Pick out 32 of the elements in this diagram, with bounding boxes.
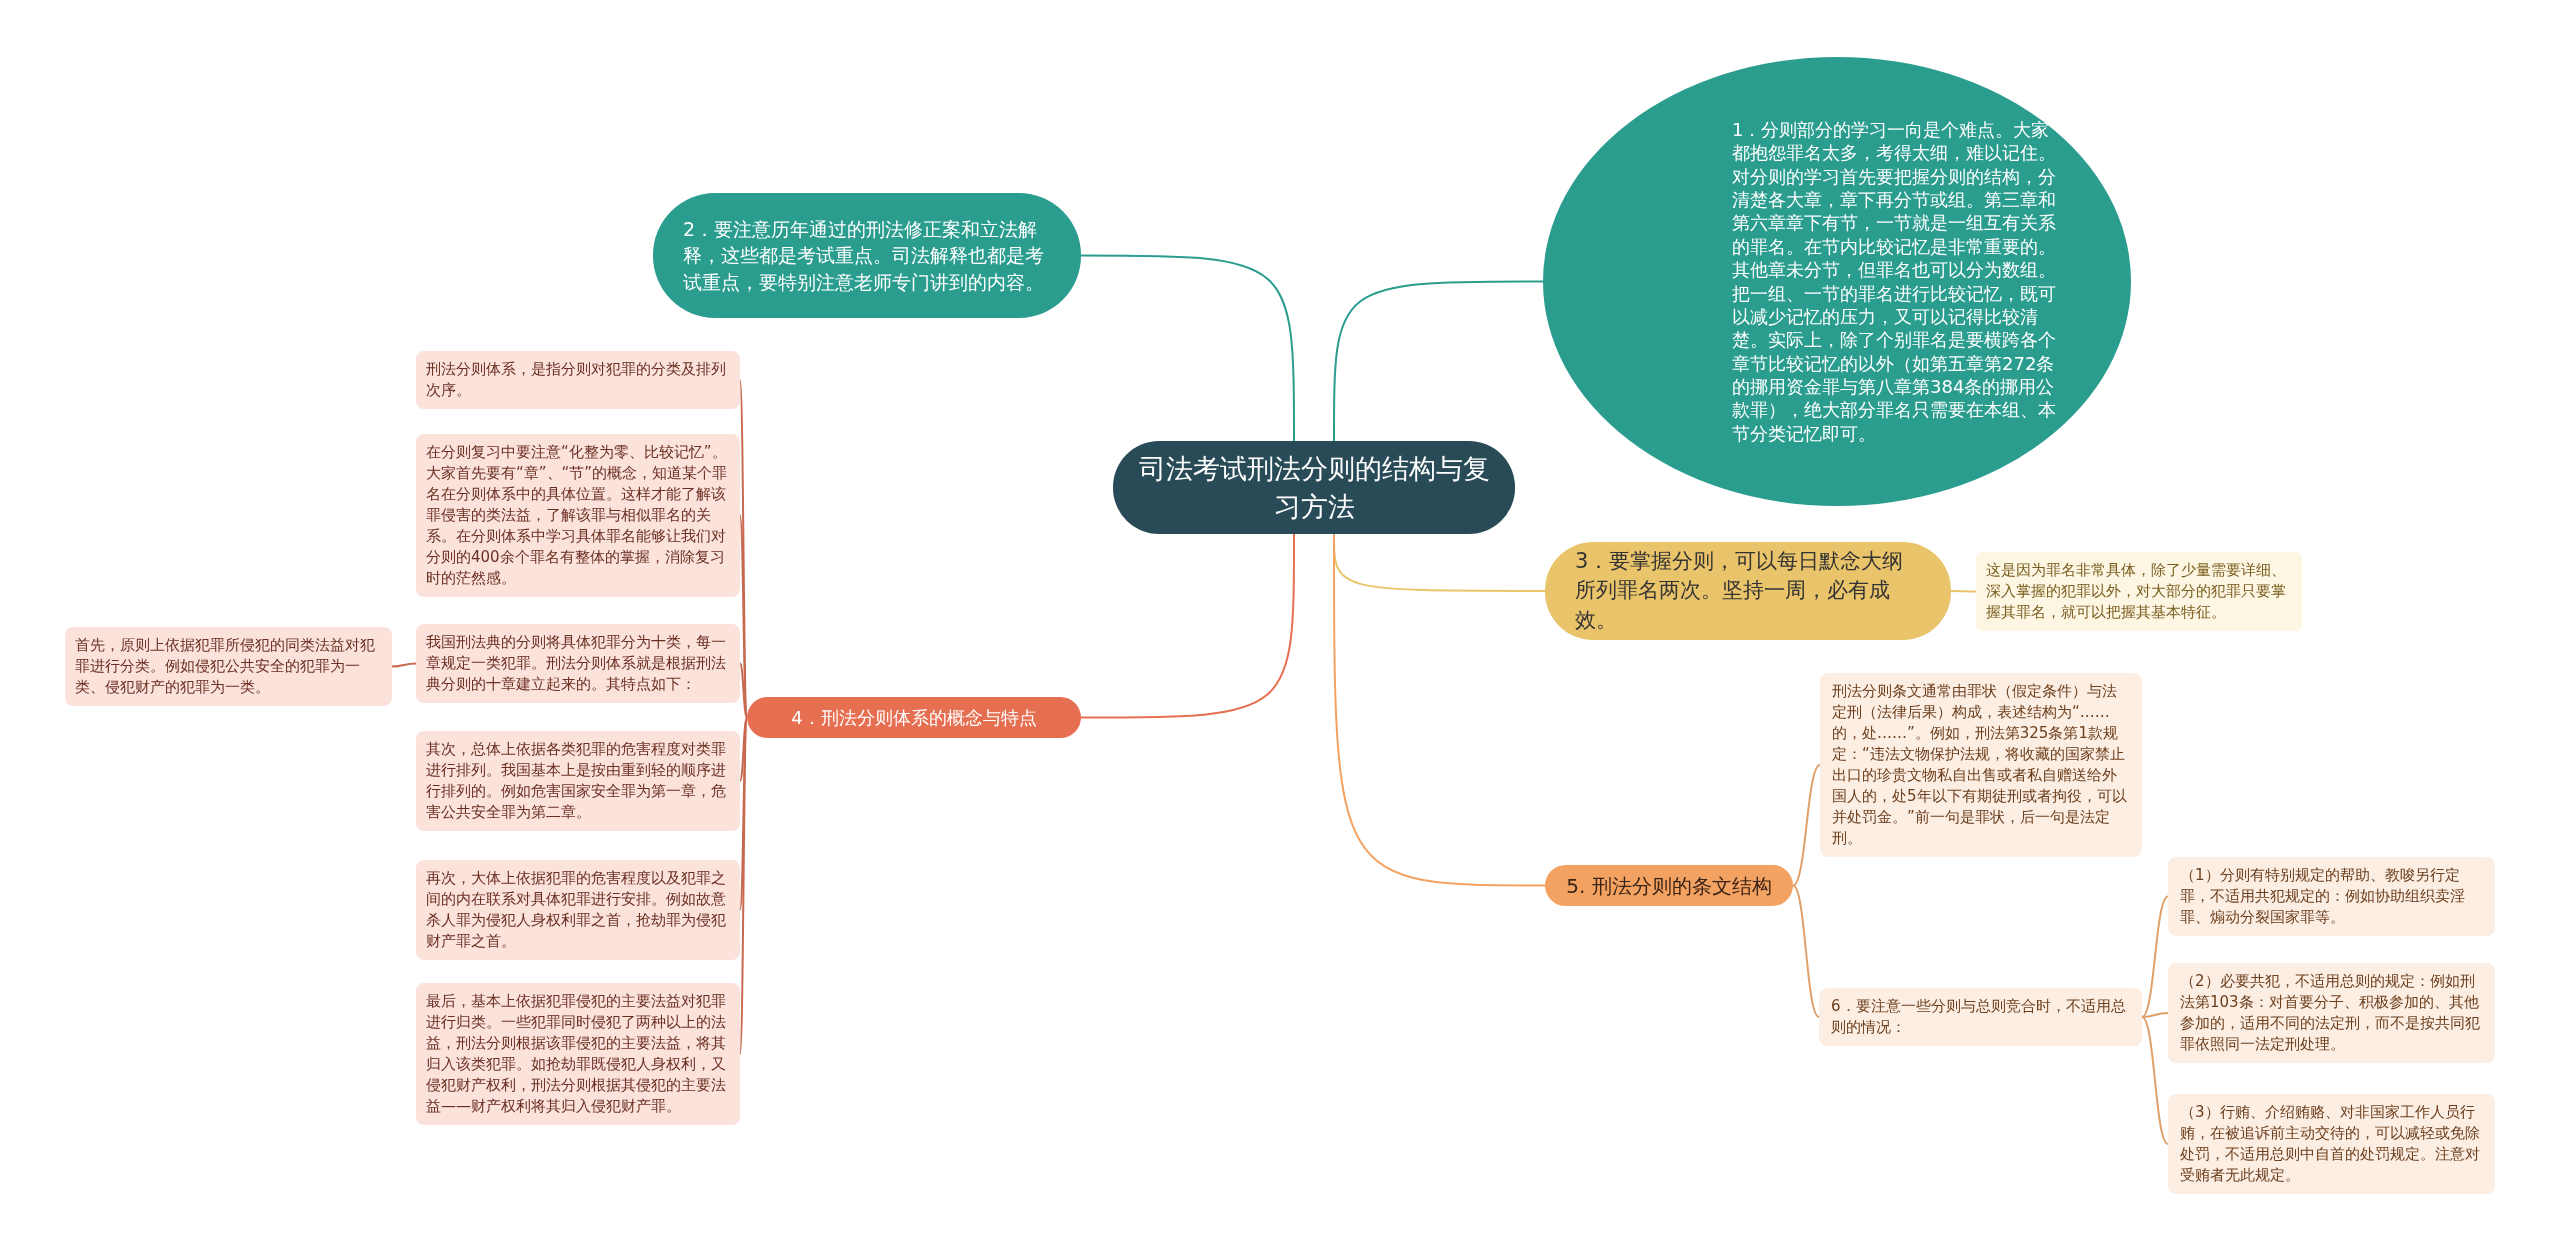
connector-line	[1333, 533, 1546, 887]
connector-line	[1333, 280, 1544, 442]
note-box: 首先，原则上依据犯罪所侵犯的同类法益对犯罪进行分类。例如侵犯公共安全的犯罪为一类、侵犯财产的犯罪为一类。	[65, 627, 392, 706]
note-box: 这是因为罪名非常具体，除了少量需要详细、深入掌握的犯罪以外，对大部分的犯罪只要掌握其罪名，就可以把握其基本特征。	[1976, 552, 2302, 631]
note-box: （1）分则有特别规定的帮助、教唆另行定罪，不适用共犯规定的：例如协助组织卖淫罪、煽动分裂国家罪等。	[2168, 857, 2495, 936]
note-box: 刑法分则条文通常由罪状（假定条件）与法定刑（法律后果）构成，表述结构为“……的，处……”。例如，刑法第325条第1款规定：“违法文物保护法规，将收藏的国家禁止出口的珍贵文物私自出售或者私自赠送给外国人的，处5年以下有期徒刑或者拘役，可以并处罚金。”前一句是罪状，后一句是法定刑。	[1820, 673, 2142, 857]
note-box: （3）行贿、介绍贿赂、对非国家工作人员行贿，在被追诉前主动交待的，可以减轻或免除处罚，不适用总则中自首的处罚规定。注意对受贿者无此规定。	[2168, 1094, 2495, 1194]
note-box: 6．要注意一些分则与总则竞合时，不适用总则的情况：	[1819, 988, 2142, 1046]
branch-box: 2．要注意历年通过的刑法修正案和立法解释，这些都是考试重点。司法解释也都是考试重点，要特别注意老师专门讲到的内容。	[653, 193, 1081, 318]
connector-line	[2141, 895, 2169, 1018]
topic-box: 司法考试刑法分则的结构与复习方法	[1113, 441, 1515, 534]
branch-box: 4．刑法分则体系的概念与特点	[747, 697, 1081, 738]
connector-line	[739, 716, 748, 782]
note-box: 其次，总体上依据各类犯罪的危害程度对类罪进行排列。我国基本上是按由重到轻的顺序进行排列的。例如危害国家安全罪为第一章，危害公共安全罪为第二章。	[416, 731, 740, 831]
connector-line	[1950, 590, 1977, 593]
note-box: 刑法分则体系，是指分则对犯罪的分类及排列次序。	[416, 351, 740, 409]
connector-line	[2141, 1012, 2169, 1018]
branch-box: 3．要掌握分则，可以每日默念大纲所列罪名两次。坚持一周，必有成效。	[1545, 542, 1951, 640]
note-box: 再次，大体上依据犯罪的危害程度以及犯罪之间的内在联系对具体犯罪进行安排。例如故意杀人罪为侵犯人身权利罪之首，抢劫罪为侵犯财产罪之首。	[416, 860, 740, 960]
branch-ellipse: 1．分则部分的学习一向是个难点。大家都抱怨罪名太多，考得太细，难以记住。对分则的学习首先要把握分则的结构，分清楚各大章，章下再分节或组。第三章和第六章章下有节，一节就是一组互有关系的罪名。在节内比较记忆是非常重要的。其他章未分节，但罪名也可以分为数组。把一组、一节的罪名进行比较记忆，既可以减少记忆的压力，又可以记得比较清楚。实际上，除了个别罪名是要横跨各个章节比较记忆的以外（如第五章第272条的挪用资金罪与第八章第384条的挪用公款罪），绝大部分罪名只需要在本组、本节分类记忆即可。	[1543, 57, 2131, 506]
note-box: 最后，基本上依据犯罪侵犯的主要法益对犯罪进行归类。一些犯罪同时侵犯了两种以上的法益，刑法分则根据该罪侵犯的主要法益，将其归入该类犯罪。如抢劫罪既侵犯人身权利，又侵犯财产权利，刑法分则根据其侵犯的主要法益——财产权利将其归入侵犯财产罪。	[416, 983, 740, 1125]
branch-box: 5. 刑法分则的条文结构	[1545, 865, 1793, 906]
connector-line	[1080, 533, 1295, 719]
connector-line	[1792, 764, 1821, 887]
connector-line	[1080, 254, 1295, 442]
note-box: 在分则复习中要注意“化整为零、比较记忆”。大家首先要有“章”、“节”的概念，知道某个罪名在分则体系中的具体位置。这样才能了解该罪侵害的类法益，了解该罪与相似罪名的关系。在分则体系中学习具体罪名能够让我们对分则的400余个罪名有整体的掌握，消除复习时的茫然感。	[416, 434, 740, 597]
note-box: （2）必要共犯，不适用总则的规定：例如刑法第103条：对首要分子、积极参加的、其他参加的，适用不同的法定刑，而不是按共同犯罪依照同一法定刑处理。	[2168, 963, 2495, 1063]
connector-line	[391, 662, 417, 668]
connector-line	[1792, 884, 1820, 1018]
connector-line	[2141, 1016, 2169, 1145]
note-box: 我国刑法典的分则将具体犯罪分为十类，每一章规定一类犯罪。刑法分则体系就是根据刑法典分则的十章建立起来的。其特点如下：	[416, 624, 740, 703]
connector-line	[739, 662, 748, 719]
